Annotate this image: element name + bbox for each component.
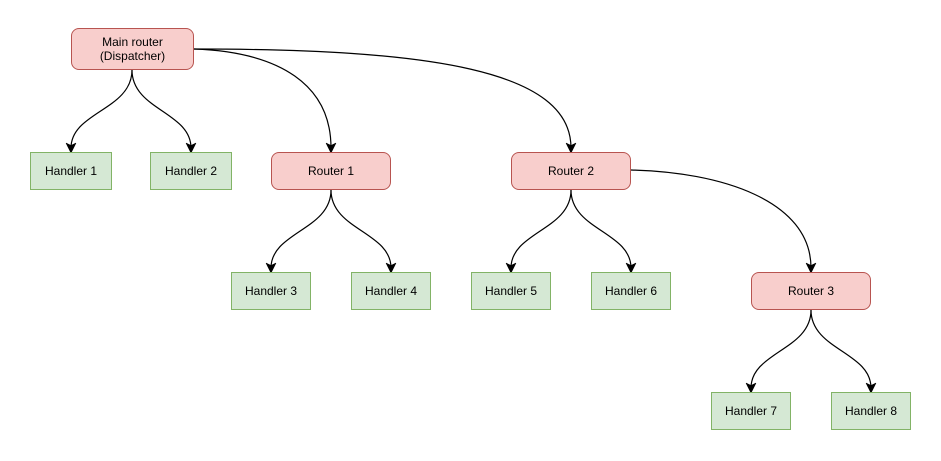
edge-router-2-to-router-3 [630,169,817,274]
edge-group [65,48,877,394]
node-label-main-router: Main router (Dispatcher) [99,35,166,63]
edge-router-3-to-handler-7 [745,309,812,394]
node-label-handler-2: Handler 2 [164,164,218,178]
edge-router-1-to-handler-4 [330,189,397,274]
node-handler-7[interactable]: Handler 7 [711,392,791,430]
node-router-3[interactable]: Router 3 [751,272,871,310]
edge-router-3-to-handler-8 [810,309,877,394]
edge-main-to-handler-2 [131,69,197,154]
edge-router-2-to-handler-5 [505,189,572,274]
node-label-router-1: Router 1 [307,164,355,178]
edge-router-1-to-handler-3 [265,189,332,274]
edge-main-to-handler-1 [65,69,133,154]
node-label-handler-4: Handler 4 [364,284,418,298]
node-handler-2[interactable]: Handler 2 [150,152,232,190]
node-handler-5[interactable]: Handler 5 [471,272,551,310]
edge-main-to-router-2 [193,48,577,154]
edge-router-2-to-handler-6 [570,189,637,274]
node-handler-8[interactable]: Handler 8 [831,392,911,430]
node-handler-4[interactable]: Handler 4 [351,272,431,310]
node-label-handler-3: Handler 3 [244,284,298,298]
node-router-2[interactable]: Router 2 [511,152,631,190]
node-handler-1[interactable]: Handler 1 [30,152,112,190]
edge-main-to-router-1 [193,48,337,154]
node-label-handler-5: Handler 5 [484,284,538,298]
node-handler-6[interactable]: Handler 6 [591,272,671,310]
node-label-router-2: Router 2 [547,164,595,178]
node-main-router[interactable]: Main router (Dispatcher) [71,28,194,70]
node-label-router-3: Router 3 [787,284,835,298]
node-label-handler-1: Handler 1 [44,164,98,178]
node-router-1[interactable]: Router 1 [271,152,391,190]
node-label-handler-6: Handler 6 [604,284,658,298]
node-label-handler-8: Handler 8 [844,404,898,418]
node-handler-3[interactable]: Handler 3 [231,272,311,310]
node-label-handler-7: Handler 7 [724,404,778,418]
